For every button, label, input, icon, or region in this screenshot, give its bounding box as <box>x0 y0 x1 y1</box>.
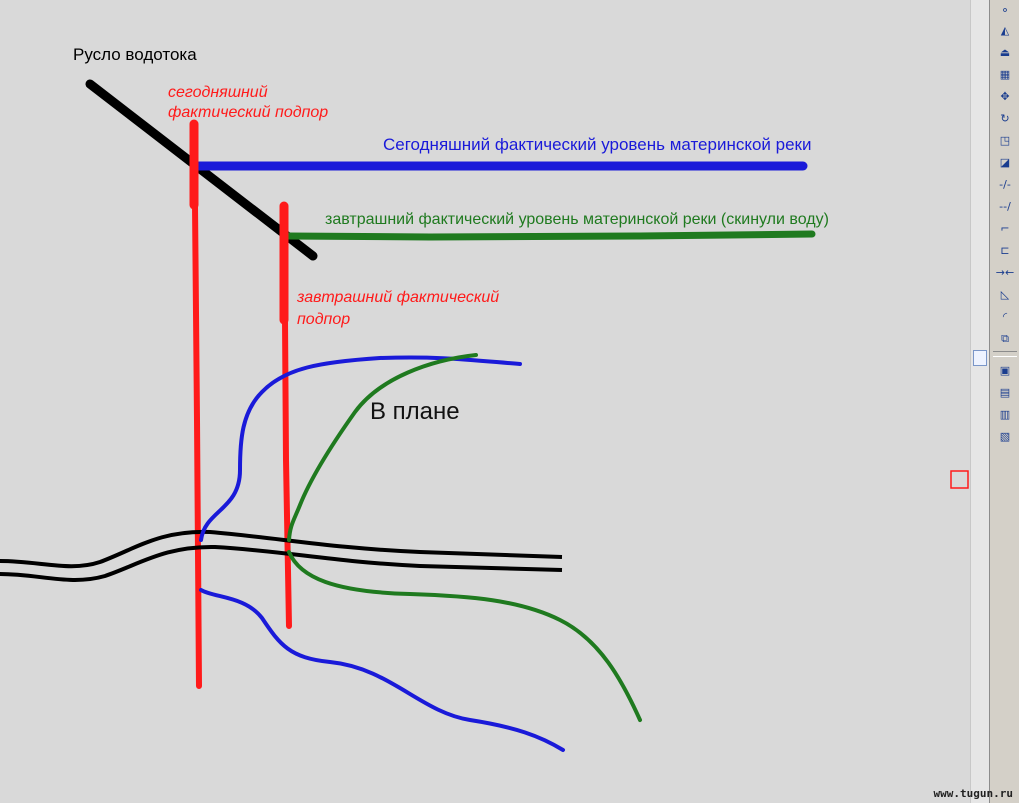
fillet-icon[interactable]: ◜ <box>1002 310 1008 323</box>
today-level-label: Сегодняшний фактический уровень материнс… <box>383 135 812 154</box>
break-icon[interactable]: ⊏ <box>1000 244 1010 257</box>
chamfer-icon[interactable]: ◺ <box>1000 288 1010 301</box>
plan-view-label: В плане <box>370 398 460 425</box>
mirror-icon[interactable]: ◭ <box>1000 24 1010 37</box>
draworder-front-icon[interactable]: ▣ <box>999 364 1011 377</box>
break-at-point-icon[interactable]: ⌐ <box>1000 222 1010 235</box>
toolbar-separator <box>993 351 1017 357</box>
watermark: www.tugun.ru <box>933 787 1013 800</box>
tomorrow-backwater-label-line2: подпор <box>297 311 351 328</box>
offset-icon[interactable]: ⏏ <box>999 46 1011 59</box>
blue-river-lower <box>199 588 565 752</box>
today-backwater-label-line1: сегодняшний <box>168 84 268 101</box>
move-icon[interactable]: ✥ <box>1000 90 1010 103</box>
explode-icon[interactable]: ⧉ <box>1001 331 1009 345</box>
draworder-above-icon[interactable]: ▥ <box>999 408 1011 421</box>
modify-toolbar: ⚬ ◭ ⏏ ▦ ✥ ↻ ◳ ◪ -/- --/ ⌐ ⊏ →← ◺ ◜ ⧉ ▣ ▤… <box>989 0 1019 803</box>
tomorrow-level-line <box>284 230 816 241</box>
tomorrow-backwater-label-line1: завтрашний фактический <box>297 289 500 306</box>
scale-icon[interactable]: ◳ <box>999 134 1011 147</box>
road-line-bottom <box>0 544 563 582</box>
drawing-canvas[interactable]: Русло водотока сегодняшний фактический п… <box>0 0 970 803</box>
rotate-icon[interactable]: ↻ <box>1000 112 1010 125</box>
diagram-svg <box>0 79 969 752</box>
tomorrow-level-label: завтрашний фактический уровень материнск… <box>325 211 829 228</box>
erase-icon[interactable]: ⚬ <box>1000 4 1010 17</box>
red-square-marker <box>950 470 969 489</box>
array-icon[interactable]: ▦ <box>999 68 1011 81</box>
join-icon[interactable]: →← <box>995 266 1015 279</box>
green-river-lower <box>287 550 642 722</box>
draworder-back-icon[interactable]: ▤ <box>999 386 1011 399</box>
channel-label: Русло водотока <box>73 45 197 64</box>
stretch-icon[interactable]: ◪ <box>999 156 1011 169</box>
road-line-top <box>0 529 563 569</box>
draworder-under-icon[interactable]: ▧ <box>999 430 1011 443</box>
extend-icon[interactable]: --/ <box>999 200 1011 213</box>
vertical-scroll-strip[interactable] <box>970 0 989 803</box>
today-backwater-label-line2: фактический подпор <box>168 104 329 121</box>
green-river-upper <box>287 353 478 542</box>
blue-river-upper <box>199 355 522 542</box>
scroll-handle-icon[interactable] <box>973 350 987 366</box>
trim-icon[interactable]: -/- <box>999 178 1011 191</box>
